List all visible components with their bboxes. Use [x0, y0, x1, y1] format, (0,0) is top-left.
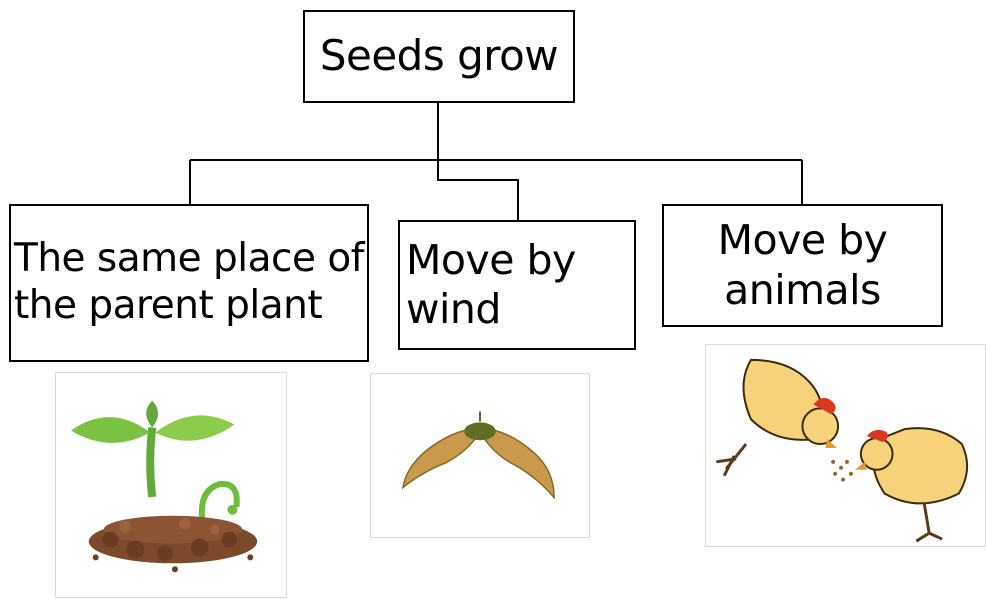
chickens-illustration: [706, 345, 985, 546]
branch-node-animals: Move by animals: [662, 204, 943, 327]
branch-node-label-line: the parent plant: [14, 283, 364, 330]
connector-mid-drop: [438, 160, 518, 220]
branch-node-same-place: The same place of the parent plant: [9, 204, 369, 362]
sprout-image: [55, 372, 287, 598]
chickens-image: [705, 344, 986, 547]
branch-node-label-line: Move by: [718, 216, 888, 265]
root-node-box: Seeds grow: [303, 10, 575, 103]
branch-node-label-line: wind: [406, 285, 576, 334]
samara-illustration: [371, 374, 589, 537]
sprout-illustration: [56, 373, 286, 597]
branch-node-wind: Move by wind: [398, 220, 636, 350]
branch-node-label-line: The same place of: [14, 236, 364, 283]
root-node-label: Seeds grow: [320, 31, 558, 81]
branch-node-label-line: animals: [718, 266, 888, 315]
samara-image: [370, 373, 590, 538]
branch-node-label-line: Move by: [406, 236, 576, 285]
